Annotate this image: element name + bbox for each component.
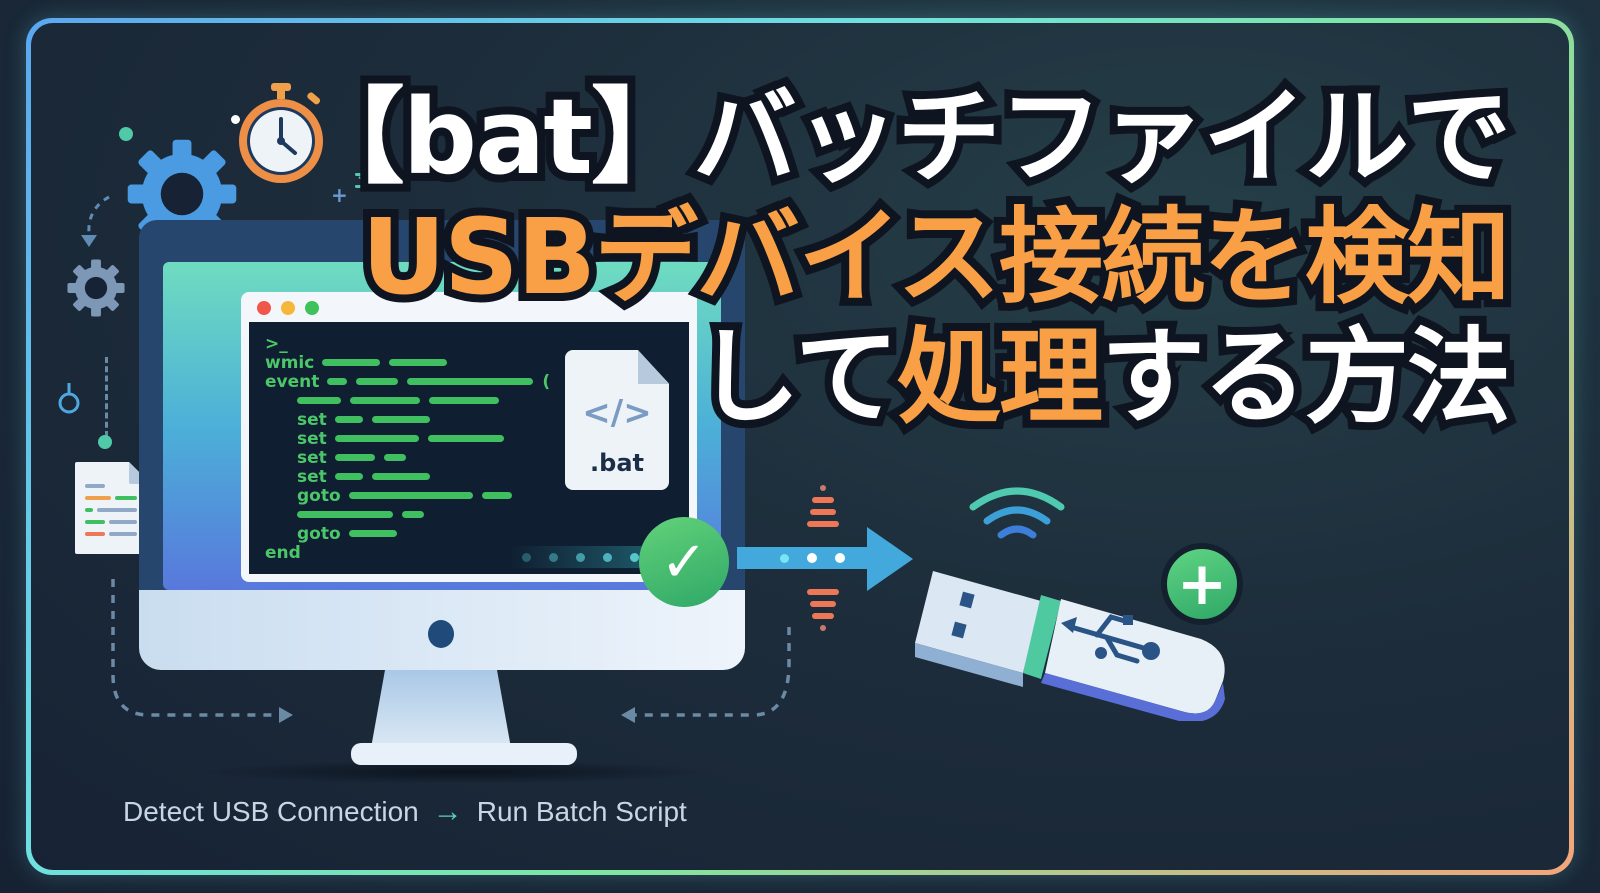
monitor-stand	[371, 670, 511, 748]
code-line: set	[297, 428, 673, 449]
dot-teal	[119, 127, 133, 141]
camera-dot	[428, 620, 454, 648]
code-brackets-icon: </>	[582, 393, 652, 433]
code-keyword: set	[297, 428, 327, 449]
code-line: set	[297, 409, 673, 430]
stopwatch-icon	[239, 83, 323, 183]
code-keyword: wmic	[265, 352, 315, 373]
code-line: wmic	[265, 352, 673, 373]
plus-icon-small: +	[331, 183, 348, 207]
equals-icon	[355, 173, 375, 188]
loop-arrow-right-icon	[621, 627, 791, 723]
title-line-3: して処理する方法	[301, 317, 1519, 437]
code-line: set	[297, 447, 673, 468]
maximize-dot	[305, 301, 319, 315]
dashed-connector	[105, 357, 108, 437]
loop-arrow-left-icon	[111, 579, 293, 723]
code-keyword: goto	[297, 523, 341, 544]
bat-file-label: .bat	[590, 449, 644, 477]
code-line	[297, 391, 673, 410]
signal-ticks-bottom	[807, 589, 839, 631]
flow-arrow-head-icon	[867, 527, 913, 591]
code-keyword: event	[265, 371, 320, 392]
curved-dashed-arrow-icon	[81, 195, 110, 247]
title-line-2: USBデバイス接続を検知	[353, 196, 1519, 318]
flow-trail	[507, 546, 657, 568]
minimize-dot	[281, 301, 295, 315]
code-line	[297, 505, 673, 524]
prompt-text: >_	[265, 333, 288, 354]
page-title: 【bat】バッチファイルで USBデバイス接続を検知 して処理する方法	[293, 76, 1519, 445]
code-line: end	[265, 542, 673, 563]
power-node-icon	[58, 383, 80, 414]
caption-to: Run Batch Script	[476, 796, 687, 827]
code-line: goto	[297, 523, 673, 544]
signal-ticks-top	[807, 485, 839, 527]
wireless-signal-icon	[969, 487, 1065, 539]
code-keyword: set	[297, 409, 327, 430]
caption-from: Detect USB Connection	[123, 796, 419, 827]
flow-arrow-shaft	[737, 547, 867, 569]
prompt-line: >_	[265, 333, 673, 354]
dot-white	[231, 115, 240, 124]
close-dot	[257, 301, 271, 315]
check-icon: ✓	[639, 517, 729, 607]
monitor-chin	[139, 590, 745, 670]
canvas: +	[31, 23, 1569, 870]
code-line: event (	[265, 371, 673, 392]
flow-caption: Detect USB Connection → Run Batch Script	[123, 795, 687, 829]
title-line-3-highlight: 処理	[889, 316, 1111, 438]
monitor-base	[351, 743, 577, 765]
code-keyword: set	[297, 447, 327, 468]
monitor-illustration: >_ wmic event ( set set set set goto goto…	[139, 220, 745, 784]
gear-icon-gray	[67, 259, 125, 317]
usb-stick-icon	[915, 571, 1225, 721]
window-controls	[257, 301, 319, 315]
title-line-3-part-3: する方法	[1093, 316, 1519, 438]
code-line: set	[297, 466, 673, 487]
code-keyword: set	[297, 466, 327, 487]
code-keyword: goto	[297, 485, 341, 506]
code-keyword: end	[265, 542, 301, 563]
dot-teal-connector	[98, 435, 112, 449]
code-paren: (	[542, 371, 551, 392]
usb-drive-illustration: +	[911, 487, 1251, 721]
title-line-1: 【bat】バッチファイルで	[293, 76, 1519, 198]
code-line: goto	[297, 485, 673, 506]
title-line-3-part-1: して	[688, 316, 907, 438]
glow-frame: +	[26, 18, 1574, 875]
add-device-plus-icon: +	[1161, 543, 1243, 625]
caption-arrow-icon: →	[432, 795, 463, 828]
